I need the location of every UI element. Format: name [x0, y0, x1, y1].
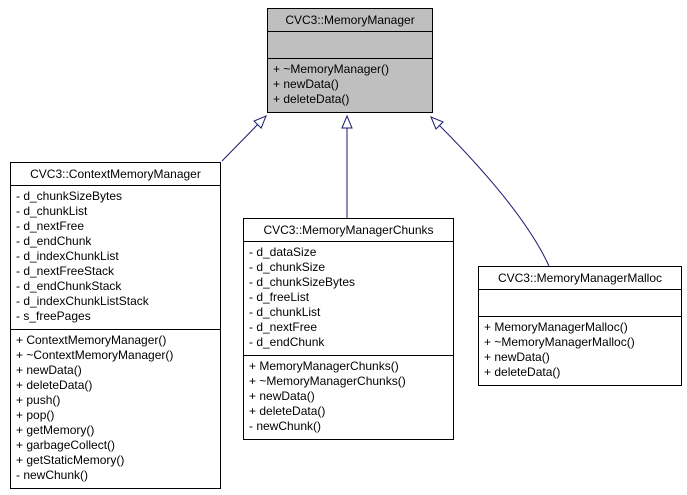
attributes-section	[479, 290, 681, 317]
method-row: + newData()	[484, 350, 550, 364]
method-row: + ~MemoryManagerMalloc()	[484, 335, 635, 349]
method-row: + push()	[16, 393, 61, 407]
method-row: + ~ContextMemoryManager()	[16, 348, 174, 362]
method-row: + MemoryManagerMalloc()	[484, 320, 628, 334]
method-row: - newChunk()	[249, 419, 322, 433]
class-title: CVC3::ContextMemoryManager	[11, 163, 220, 186]
class-node-context-memory-manager[interactable]: CVC3::ContextMemoryManager - d_chunkSize…	[10, 162, 221, 489]
method-row: + deleteData()	[16, 378, 93, 392]
inheritance-edge-context-memory-manager	[221, 115, 267, 162]
attribute-row: - d_indexChunkList	[16, 249, 119, 263]
method-row: + ~MemoryManager()	[273, 62, 390, 76]
attribute-row: - d_chunkList	[16, 204, 88, 218]
attribute-row: - d_endChunkStack	[16, 279, 122, 293]
class-title: CVC3::MemoryManagerChunks	[244, 219, 453, 242]
inheritance-edge-memory-manager-malloc	[430, 116, 550, 267]
attribute-row: - d_nextFree	[16, 219, 85, 233]
method-row: + getStaticMemory()	[16, 453, 125, 467]
class-node-memory-manager-chunks[interactable]: CVC3::MemoryManagerChunks - d_dataSize- …	[243, 218, 454, 440]
class-node-memory-manager[interactable]: CVC3::MemoryManager + ~MemoryManager()+ …	[267, 8, 433, 113]
methods-section: + ContextMemoryManager()+ ~ContextMemory…	[11, 330, 220, 488]
attribute-row: - d_dataSize	[249, 245, 317, 259]
methods-section: + MemoryManagerChunks()+ ~MemoryManagerC…	[244, 356, 453, 439]
method-row: + ~MemoryManagerChunks()	[249, 374, 406, 388]
attribute-row: - d_nextFreeStack	[16, 264, 115, 278]
method-row: - newChunk()	[16, 468, 89, 482]
attribute-row: - d_chunkList	[249, 305, 321, 319]
class-title: CVC3::MemoryManager	[268, 9, 432, 32]
method-row: + newData()	[16, 363, 82, 377]
attribute-row: - d_endChunk	[16, 234, 92, 248]
attributes-section	[268, 32, 432, 59]
attribute-row: - d_chunkSizeBytes	[16, 189, 123, 203]
class-node-memory-manager-malloc[interactable]: CVC3::MemoryManagerMalloc + MemoryManage…	[478, 266, 682, 386]
method-row: + garbageCollect()	[16, 438, 116, 452]
attribute-row: - d_chunkSizeBytes	[249, 275, 356, 289]
method-row: + MemoryManagerChunks()	[249, 359, 399, 373]
attributes-section: - d_chunkSizeBytes- d_chunkList- d_nextF…	[11, 186, 220, 330]
method-row: + ContextMemoryManager()	[16, 333, 167, 347]
attribute-row: - d_indexChunkListStack	[16, 294, 149, 308]
method-row: + newData()	[273, 77, 339, 91]
method-row: + pop()	[16, 408, 55, 422]
attribute-row: - s_freePages	[16, 309, 91, 323]
method-row: + deleteData()	[484, 365, 561, 379]
attribute-row: - d_nextFree	[249, 320, 318, 334]
methods-section: + ~MemoryManager()+ newData()+ deleteDat…	[268, 59, 432, 112]
attribute-row: - d_freeList	[249, 290, 310, 304]
method-row: + deleteData()	[273, 92, 350, 106]
method-row: + newData()	[249, 389, 315, 403]
class-title: CVC3::MemoryManagerMalloc	[479, 267, 681, 290]
method-row: + deleteData()	[249, 404, 326, 418]
attribute-row: - d_chunkSize	[249, 260, 326, 274]
attributes-section: - d_dataSize- d_chunkSize- d_chunkSizeBy…	[244, 242, 453, 356]
method-row: + getMemory()	[16, 423, 95, 437]
methods-section: + MemoryManagerMalloc()+ ~MemoryManagerM…	[479, 317, 681, 385]
attribute-row: - d_endChunk	[249, 335, 325, 349]
